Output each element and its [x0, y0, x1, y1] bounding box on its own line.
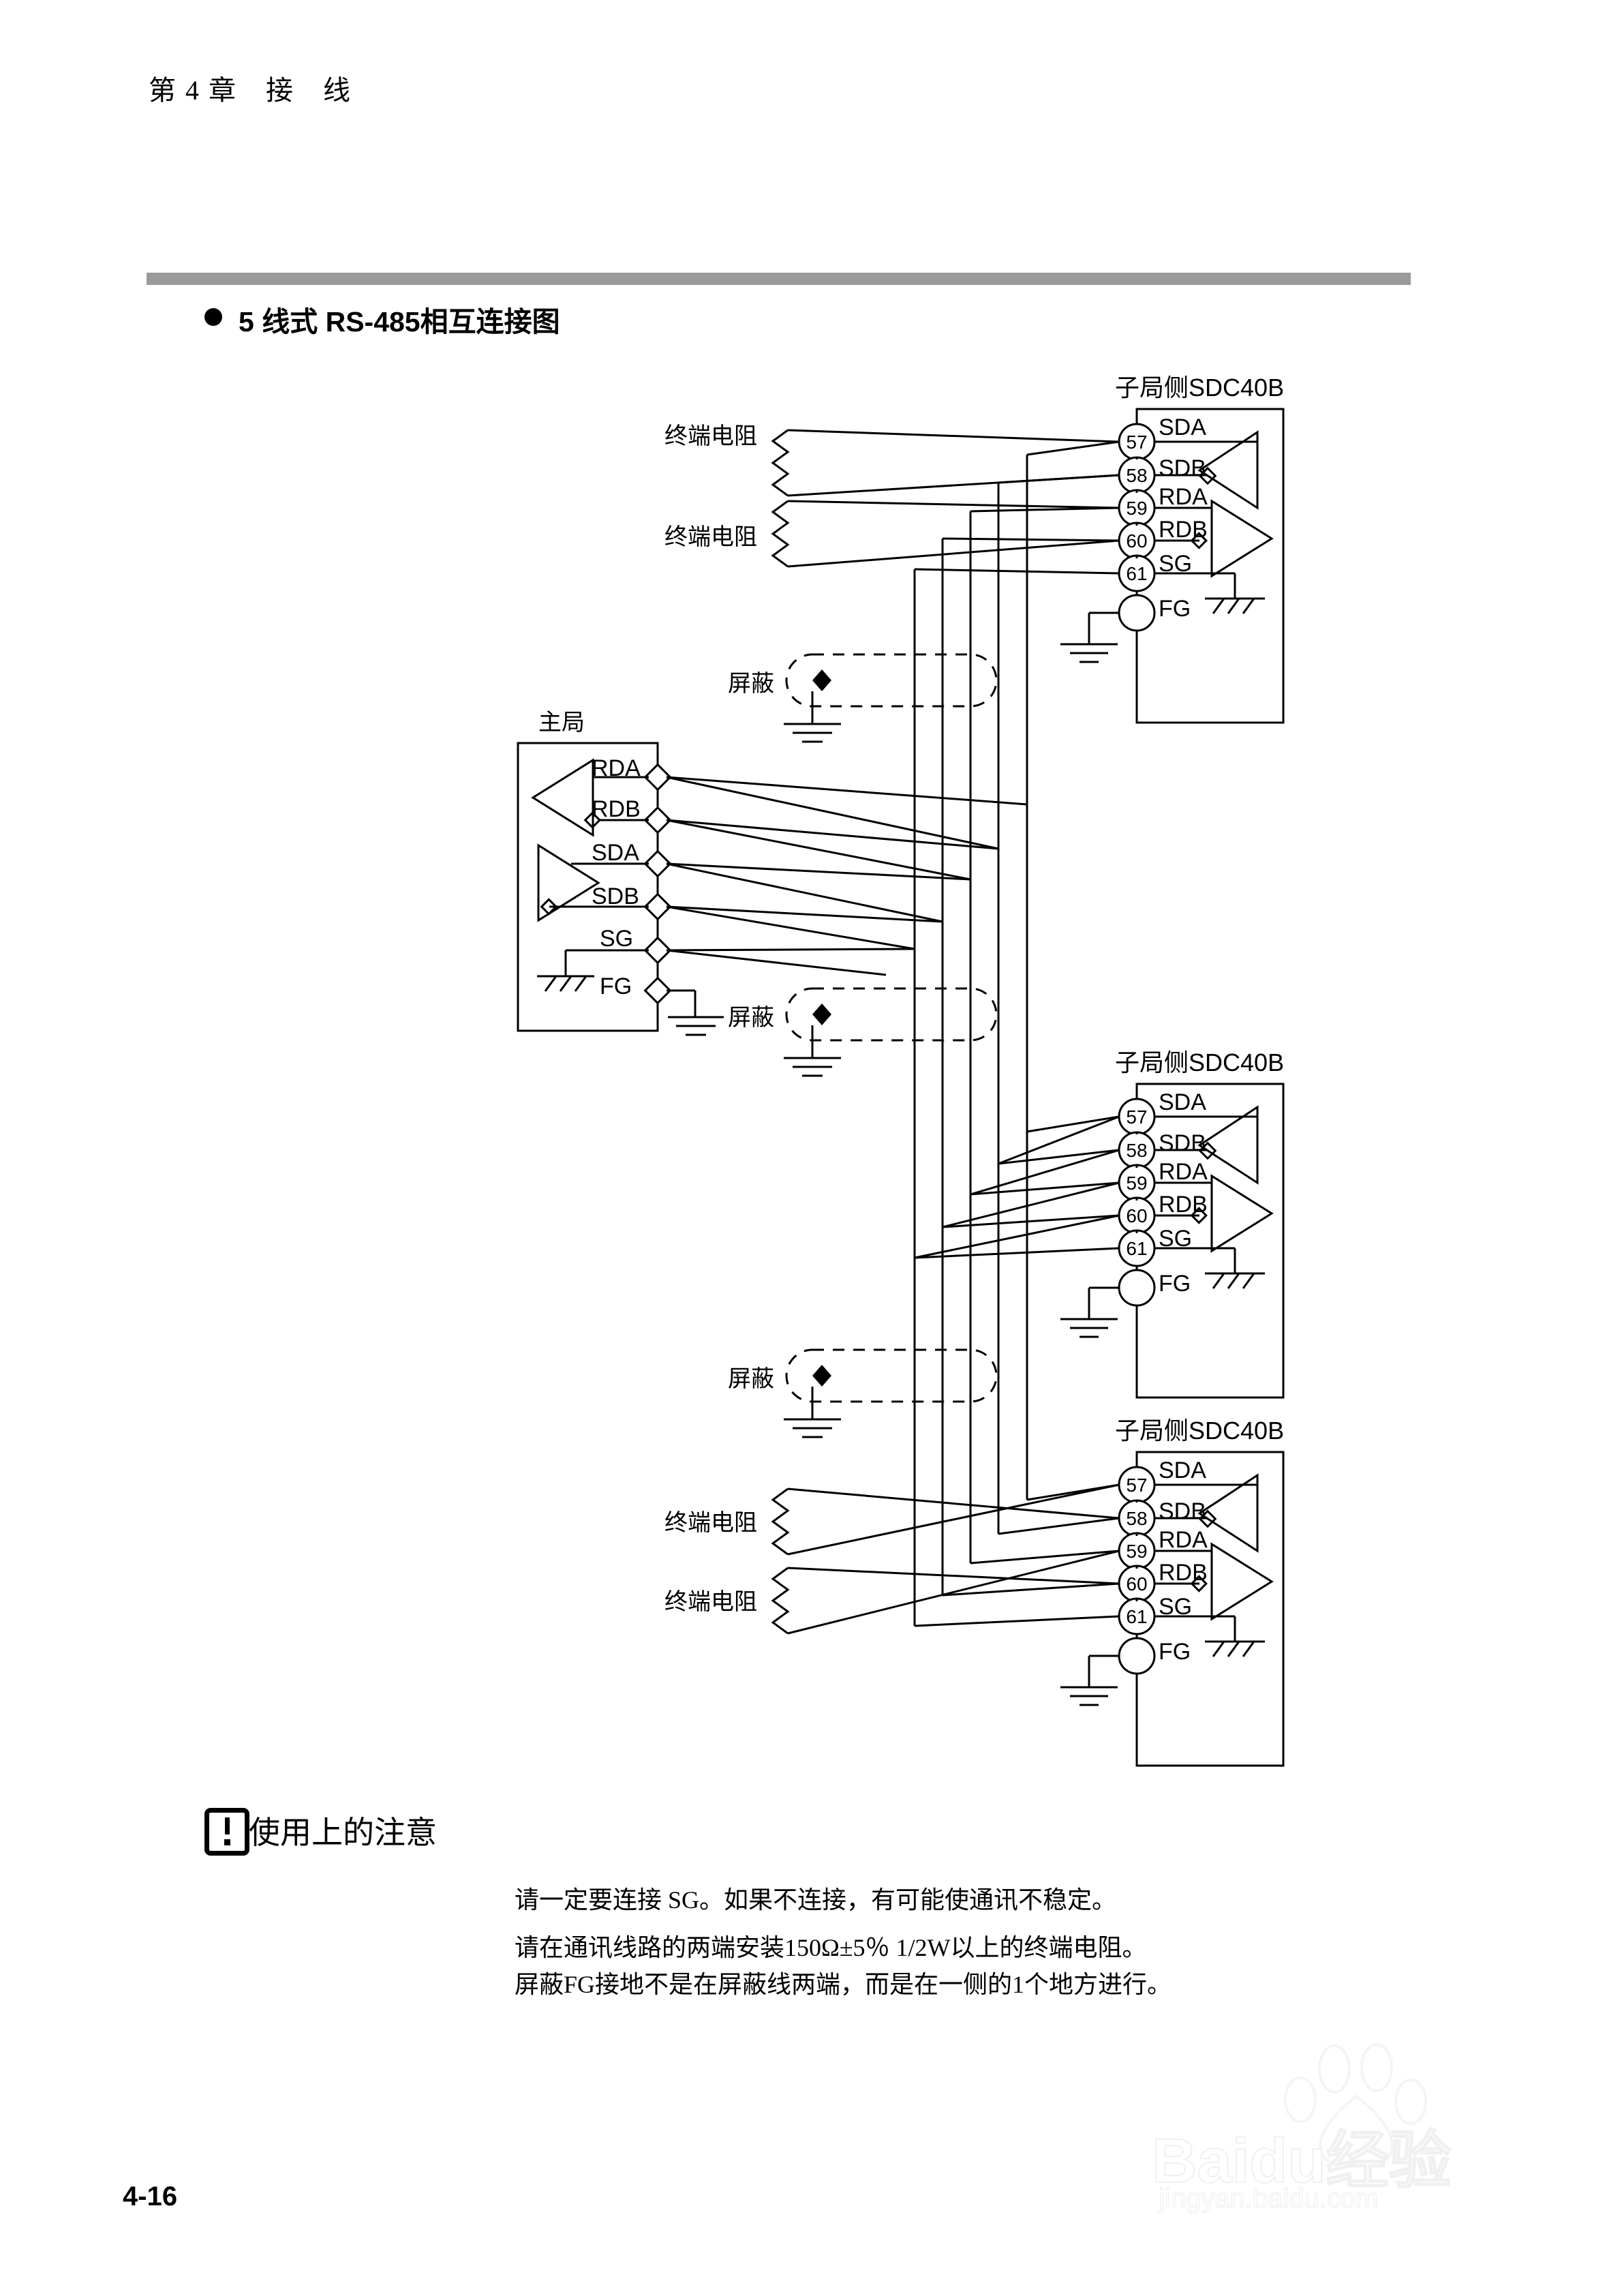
note-line-1: 请一定要连接 SG。如果不连接，有可能使通讯不稳定。 [515, 1886, 1117, 1914]
watermark: Baidu经验 jingyan.baidu.com [1151, 2028, 1574, 2214]
terminal-label-fg-1: FG [1159, 596, 1191, 622]
slave-station-title-2: 子局侧SDC40B [1115, 1048, 1285, 1076]
terminal-label-sda-3: SDA [1159, 1457, 1206, 1483]
terminal-label-rda-3: RDA [1159, 1527, 1208, 1553]
notes-heading: 使用上的注意 [249, 1815, 437, 1850]
paw-icon [1284, 2043, 1427, 2164]
shield-label-1: 屏蔽 [728, 671, 774, 697]
terminal-number-59-3: 59 [1126, 1541, 1148, 1562]
master-terminal-rda: RDA [592, 755, 641, 781]
terminal-label-fg-2: FG [1159, 1271, 1191, 1297]
master-station-title: 主局 [538, 710, 585, 736]
master-terminal-sda: SDA [592, 840, 639, 866]
terminal-number-61-3: 61 [1126, 1606, 1148, 1627]
terminal-label-sdb-1: SDB [1159, 455, 1206, 481]
terminal-number-59-1: 59 [1126, 498, 1148, 519]
terminal-label-sda-2: SDA [1159, 1089, 1206, 1115]
terminating-resistor-label-1: 终端电阻 [664, 424, 757, 449]
page-title: 5 线式 RS-485相互连接图 [239, 306, 560, 337]
terminal-label-rda-1: RDA [1159, 484, 1208, 510]
note-line-2: 请在通讯线路的两端安装150Ω±5％ 1/2W以上的终端电阻。 [515, 1934, 1147, 1961]
bullet-icon [204, 308, 222, 326]
terminal-label-rdb-3: RDB [1159, 1560, 1208, 1586]
page-number: 4-16 [123, 2181, 178, 2211]
terminal-number-57-1: 57 [1126, 432, 1148, 453]
terminating-resistor-label-4: 终端电阻 [664, 1590, 757, 1615]
slave-station-title-1: 子局侧SDC40B [1115, 374, 1285, 402]
terminal-number-58-2: 58 [1126, 1140, 1148, 1161]
section-rule [147, 273, 1411, 285]
terminal-number-60-2: 60 [1126, 1205, 1148, 1226]
terminal-number-60-3: 60 [1126, 1573, 1148, 1595]
shield-label-2: 屏蔽 [728, 1006, 774, 1031]
slave-station-title-3: 子局侧SDC40B [1115, 1417, 1285, 1445]
terminal-number-61-1: 61 [1126, 563, 1148, 584]
terminal-number-59-2: 59 [1126, 1173, 1148, 1194]
terminal-label-rdb-2: RDB [1159, 1192, 1208, 1218]
master-terminal-fg: FG [600, 973, 632, 999]
note-line-3: 屏蔽FG接地不是在屏蔽线两端，而是在一侧的1个地方进行。 [515, 1971, 1172, 1998]
terminal-label-sdb-3: SDB [1159, 1498, 1206, 1524]
terminal-number-57-3: 57 [1126, 1475, 1148, 1496]
terminal-label-fg-3: FG [1159, 1639, 1191, 1665]
master-terminal-sdb: SDB [592, 883, 639, 909]
terminal-number-58-1: 58 [1126, 465, 1148, 486]
terminating-resistor-label-3: 终端电阻 [664, 1511, 757, 1536]
terminal-number-61-2: 61 [1126, 1238, 1148, 1259]
master-terminal-rdb: RDB [592, 796, 641, 822]
terminal-label-sda-1: SDA [1159, 414, 1206, 440]
terminal-label-sg-1: SG [1159, 551, 1193, 577]
terminal-number-58-3: 58 [1126, 1508, 1148, 1529]
terminal-label-rda-2: RDA [1159, 1159, 1208, 1185]
watermark-brand: Baidu经验 [1151, 2126, 1452, 2196]
running-header: 第 4 章 接 线 [149, 75, 352, 106]
terminal-label-sdb-2: SDB [1159, 1130, 1206, 1156]
master-terminal-sg: SG [600, 926, 634, 952]
terminating-resistor-label-2: 终端电阻 [664, 525, 757, 550]
terminal-number-57-2: 57 [1126, 1106, 1148, 1128]
terminal-label-sg-2: SG [1159, 1226, 1193, 1252]
watermark-url: jingyan.baidu.com [1158, 2183, 1379, 2214]
terminal-label-rdb-1: RDB [1159, 517, 1208, 543]
terminal-number-60-1: 60 [1126, 530, 1148, 552]
warning-icon [204, 1808, 249, 1856]
shield-label-3: 屏蔽 [728, 1367, 774, 1392]
terminal-label-sg-3: SG [1159, 1594, 1193, 1620]
